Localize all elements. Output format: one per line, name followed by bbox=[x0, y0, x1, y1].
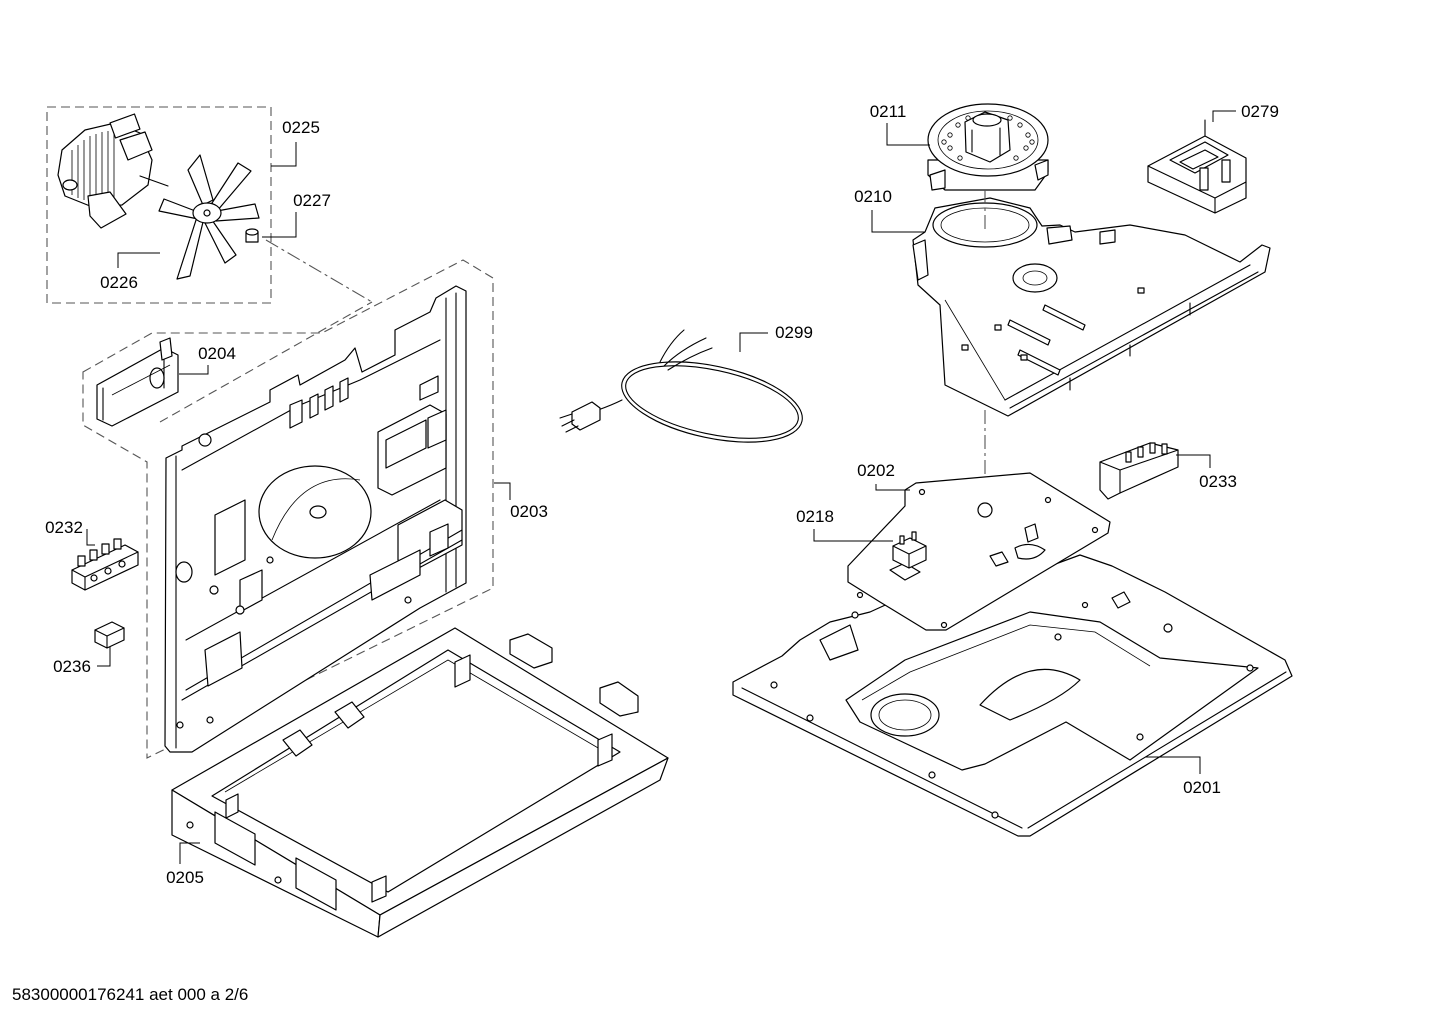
fan-blade bbox=[158, 154, 260, 280]
tray-frame bbox=[171, 627, 669, 938]
leader-line bbox=[1176, 454, 1211, 468]
clip bbox=[94, 621, 125, 649]
leader-line bbox=[871, 210, 925, 233]
bracket bbox=[96, 337, 179, 427]
callout-0299-label: 0299 bbox=[775, 323, 813, 342]
power-plug bbox=[559, 401, 601, 433]
blower-fan-wheel bbox=[927, 103, 1049, 191]
leader-line bbox=[179, 365, 209, 375]
mounting-bracket bbox=[1099, 442, 1179, 500]
nut bbox=[245, 228, 259, 243]
leader-line bbox=[1212, 110, 1236, 122]
callout-0227-label: 0227 bbox=[293, 191, 331, 210]
cover-plate bbox=[847, 472, 1111, 631]
base-plate bbox=[732, 554, 1293, 837]
terminal-block bbox=[71, 538, 139, 591]
leader-line bbox=[86, 529, 95, 546]
leader-line bbox=[271, 142, 297, 167]
leader-line bbox=[739, 332, 768, 352]
callout-0211-label: 0211 bbox=[870, 102, 907, 121]
leader-line bbox=[179, 842, 200, 864]
leader-line bbox=[97, 647, 111, 667]
leader-line bbox=[1145, 756, 1201, 774]
document-code: 58300000176241 aet 000 a 2/6 bbox=[12, 985, 248, 1004]
callout-0204-label: 0204 bbox=[198, 344, 236, 363]
panel-group-dashed-outline bbox=[82, 259, 494, 759]
callout-0225-label: 0225 bbox=[282, 118, 320, 137]
leader-line bbox=[494, 482, 511, 500]
leader-line bbox=[875, 484, 910, 491]
callout-0233-label: 0233 bbox=[1199, 472, 1237, 491]
callout-0203-label: 0203 bbox=[510, 502, 548, 521]
callout-0202-label: 0202 bbox=[857, 461, 895, 480]
assembly-guide-line bbox=[159, 301, 373, 423]
callout-0218-label: 0218 bbox=[796, 507, 834, 526]
back-panel bbox=[164, 285, 467, 753]
callout-0232-label: 0232 bbox=[45, 518, 83, 537]
fan-group-dashed-box bbox=[46, 106, 272, 304]
connector-bracket bbox=[1147, 119, 1247, 214]
power-cable bbox=[559, 329, 803, 443]
leader-line bbox=[117, 252, 160, 268]
callout-0201-label: 0201 bbox=[1183, 778, 1221, 797]
leader-line bbox=[886, 123, 930, 146]
leader-line bbox=[262, 212, 297, 238]
fan-motor bbox=[57, 113, 169, 229]
callout-0279-label: 0279 bbox=[1241, 102, 1279, 121]
switch bbox=[892, 531, 927, 569]
callout-0236-label: 0236 bbox=[53, 657, 91, 676]
air-duct-housing bbox=[912, 197, 1271, 417]
callout-0226-label: 0226 bbox=[100, 273, 138, 292]
callout-0210-label: 0210 bbox=[854, 187, 892, 206]
assembly-guide-line bbox=[265, 239, 373, 303]
callout-0205-label: 0205 bbox=[166, 868, 204, 887]
leader-line bbox=[813, 529, 893, 542]
